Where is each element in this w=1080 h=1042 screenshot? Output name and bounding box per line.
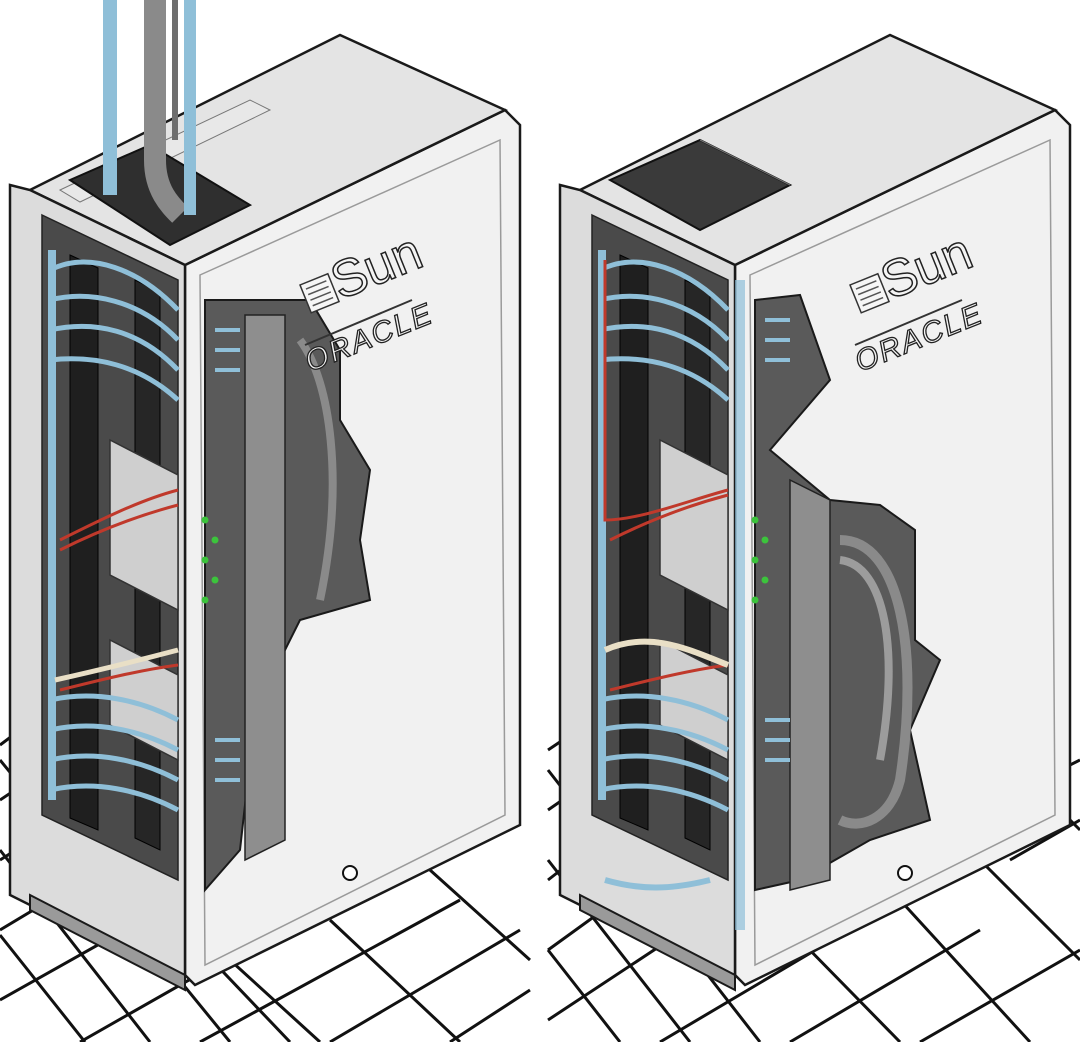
- rack-right-base: [579, 893, 736, 992]
- rack-left-sun-emblem-icon: [299, 272, 341, 314]
- rack-left-blue-cable-bundles: [48, 250, 180, 813]
- rack-right-sun-emblem-icon: [849, 272, 891, 314]
- rack-left-base: [29, 893, 186, 992]
- rack-left: Sun ORACLE: [8, 0, 522, 992]
- rack-right: Sun ORACLE: [558, 33, 1072, 992]
- rack-left-overhead-cables: [103, 0, 196, 223]
- rack-right-blue-cable-bundles: [598, 250, 745, 930]
